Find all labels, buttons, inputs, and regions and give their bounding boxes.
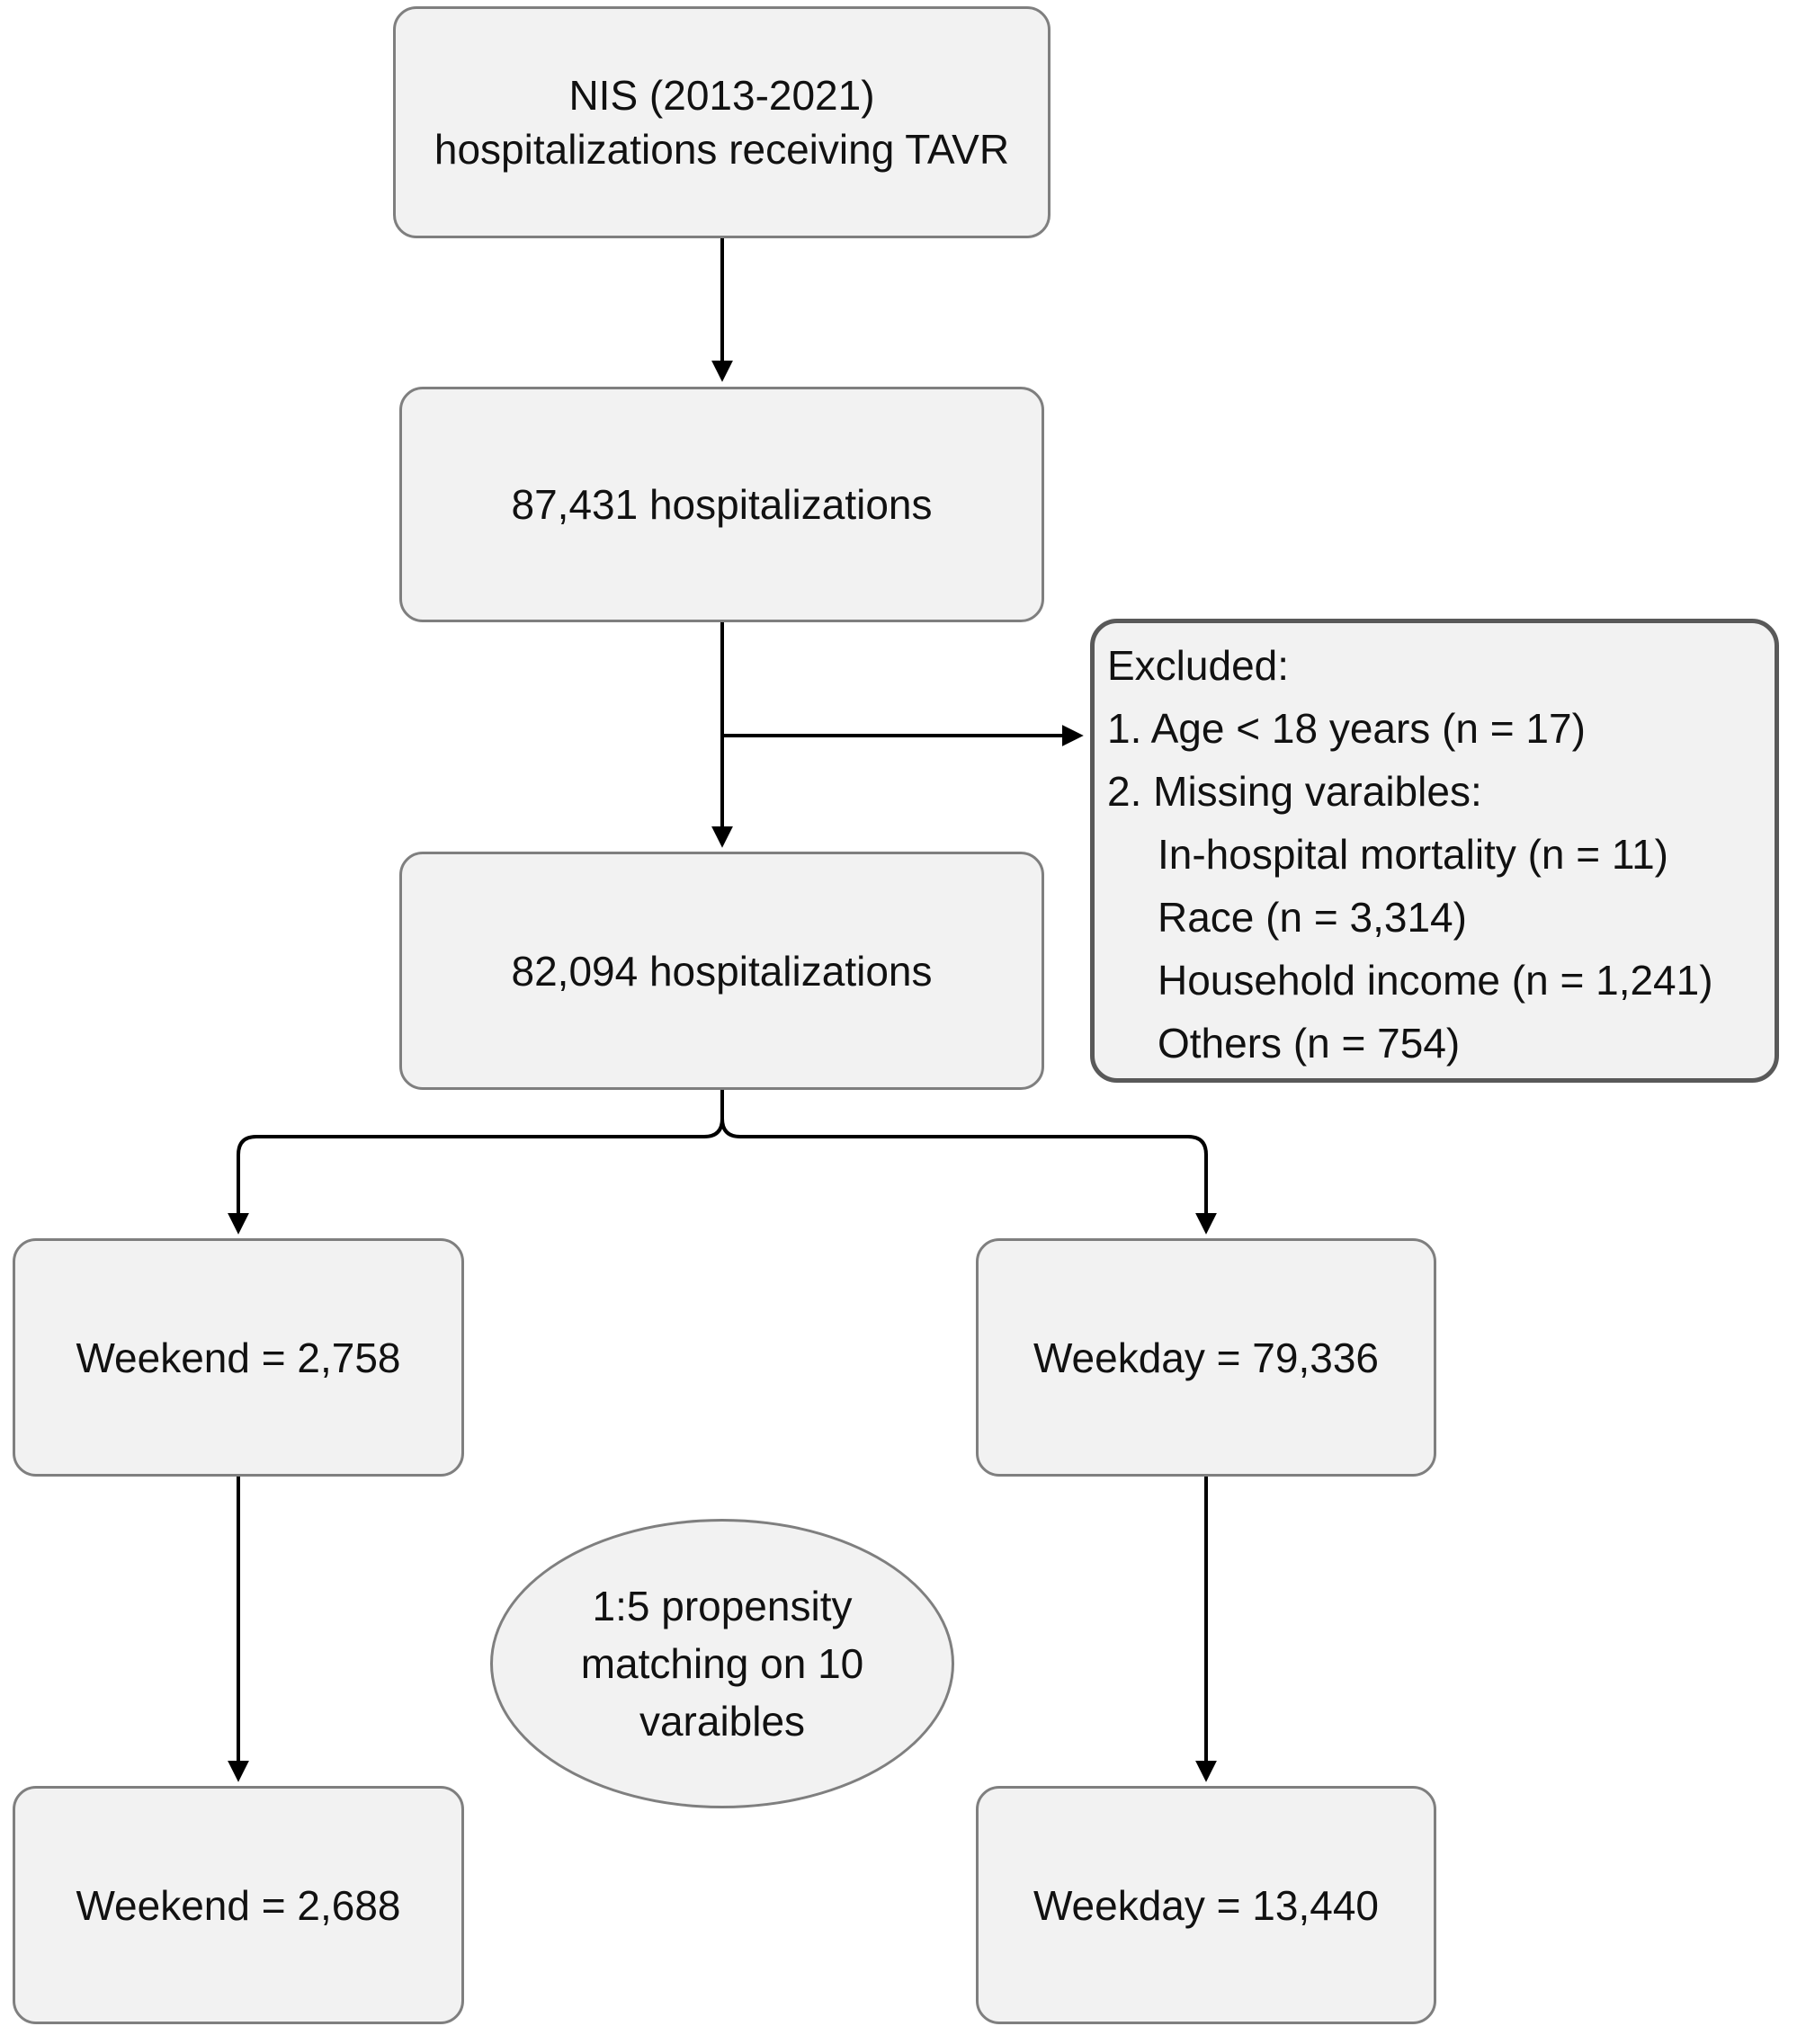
edge-included-to-weekday	[720, 1090, 1217, 1235]
source-box-line: hospitalizations receiving TAVR	[434, 126, 1010, 173]
weekday-label: Weekday = 79,336	[1033, 1334, 1380, 1381]
weekend-matched-box: Weekend = 2,688	[13, 1786, 464, 2024]
excluded-item: Race (n = 3,314)	[1158, 894, 1467, 941]
excluded-box: Excluded: 1. Age < 18 years (n = 17) 2. …	[1090, 619, 1779, 1083]
excluded-title: Excluded:	[1107, 642, 1290, 689]
included-hospitalizations-label: 82,094 hospitalizations	[511, 947, 933, 995]
source-box: NIS (2013-2021) hospitalizations receivi…	[393, 6, 1051, 238]
excluded-item: Household income (n = 1,241)	[1158, 957, 1713, 1004]
excluded-item: 1. Age < 18 years (n = 17)	[1107, 705, 1586, 752]
included-hospitalizations-box: 82,094 hospitalizations	[399, 852, 1044, 1090]
weekend-box: Weekend = 2,758	[13, 1238, 464, 1477]
excluded-item: In-hospital mortality (n = 11)	[1158, 831, 1668, 878]
propensity-matching-line: varaibles	[639, 1698, 806, 1745]
total-hospitalizations-box: 87,431 hospitalizations	[399, 387, 1044, 622]
weekend-label: Weekend = 2,758	[76, 1334, 401, 1381]
total-hospitalizations-label: 87,431 hospitalizations	[511, 481, 933, 528]
edge-included-to-weekend	[228, 1090, 724, 1235]
weekday-box: Weekday = 79,336	[976, 1238, 1436, 1477]
excluded-item: 2. Missing varaibles:	[1107, 768, 1482, 815]
propensity-matching-line: 1:5 propensity	[592, 1583, 853, 1629]
propensity-matching-ellipse: 1:5 propensity matching on 10 varaibles	[490, 1519, 954, 1808]
weekday-matched-label: Weekday = 13,440	[1033, 1881, 1380, 1929]
weekday-matched-box: Weekday = 13,440	[976, 1786, 1436, 2024]
source-box-line: NIS (2013-2021)	[568, 72, 875, 119]
propensity-matching-line: matching on 10	[580, 1640, 864, 1687]
excluded-item: Others (n = 754)	[1158, 1020, 1461, 1067]
weekend-matched-label: Weekend = 2,688	[76, 1881, 401, 1929]
